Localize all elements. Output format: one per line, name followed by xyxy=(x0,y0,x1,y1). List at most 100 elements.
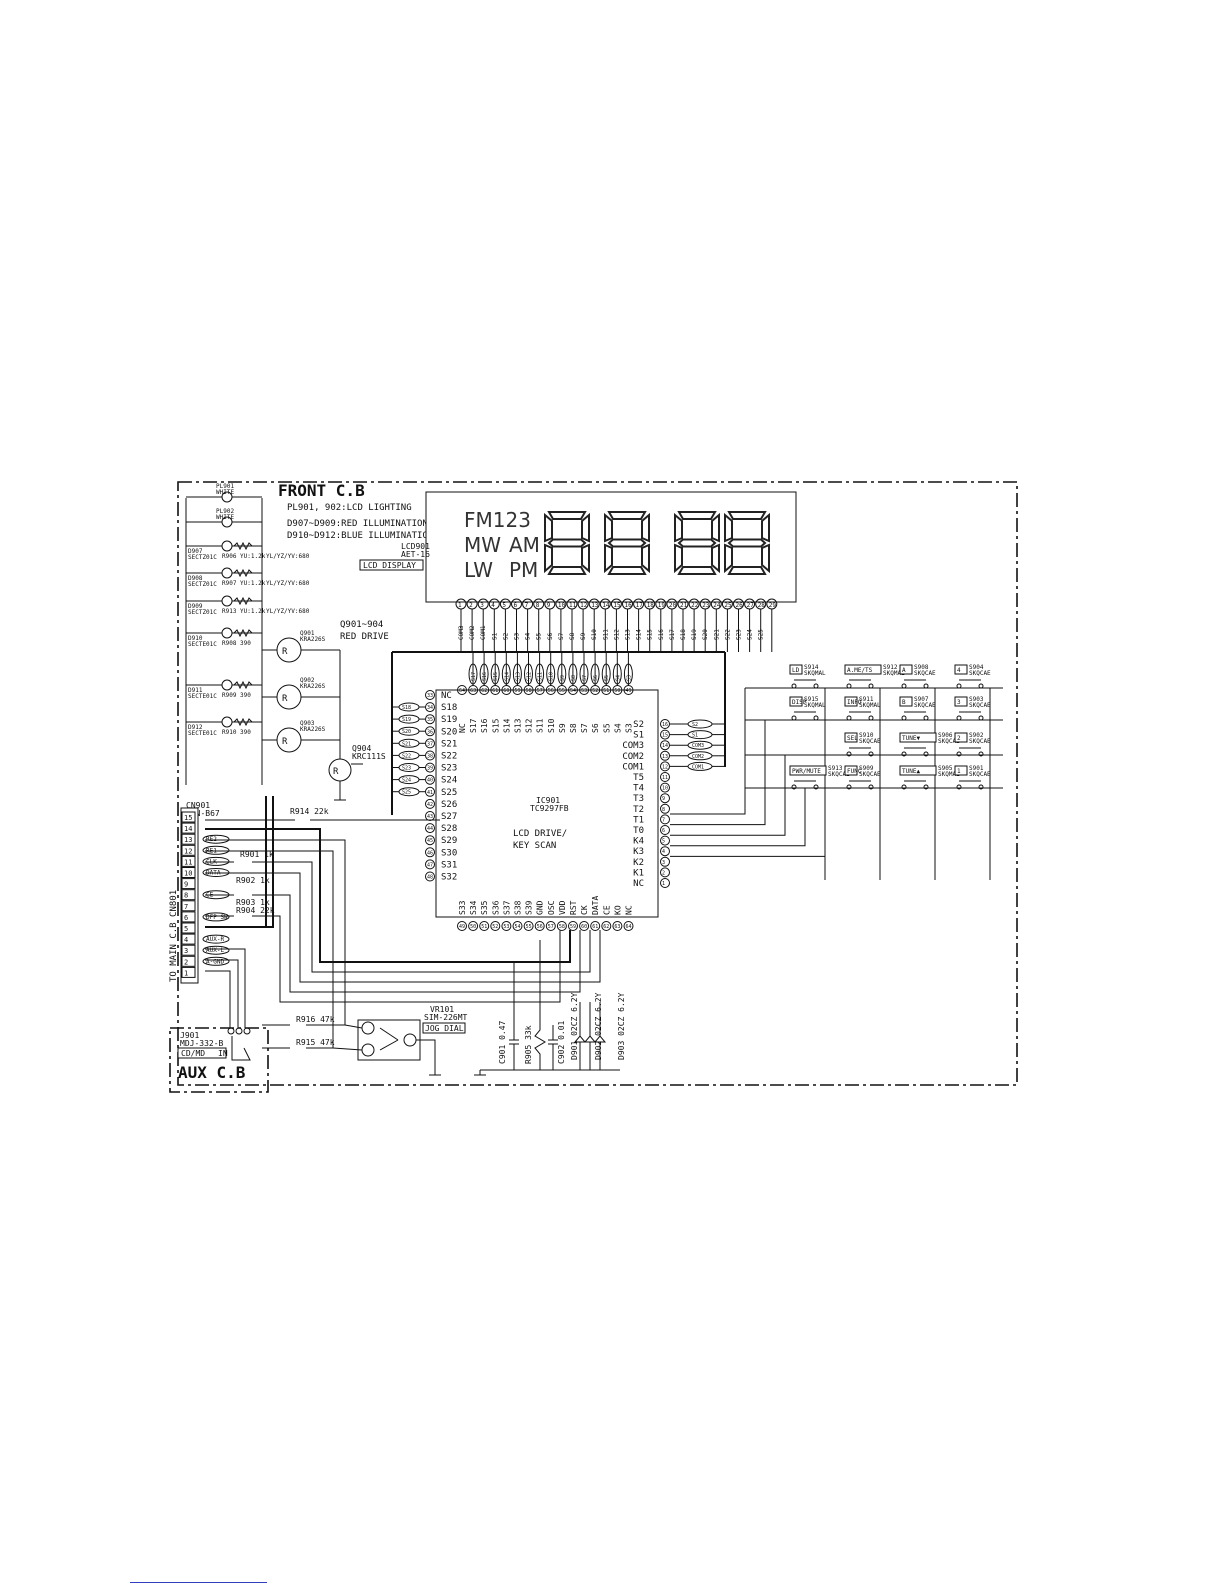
ic-pin-number: 62 xyxy=(481,688,487,694)
ic-pin-number: 54 xyxy=(515,924,521,930)
ic-net-bubble: S22 xyxy=(402,753,411,759)
ic-pin-number: 49 xyxy=(459,924,465,930)
resistor-label: R909 390 xyxy=(222,692,251,699)
lcd-pin-signal: S21 xyxy=(713,629,720,640)
ic-pin-number: 62 xyxy=(603,924,609,930)
r914-label: R914 22k xyxy=(290,807,329,816)
j901-label: CD/MD xyxy=(181,1049,205,1058)
ic-pin-name: K3 xyxy=(633,847,644,857)
ic-pin-number: 16 xyxy=(662,722,668,728)
lcd-segment xyxy=(761,543,770,574)
switch-ref: S904 xyxy=(969,664,984,671)
ic-pin-name: S10 xyxy=(547,718,556,733)
component-ref: D911 xyxy=(188,687,203,694)
ic-pin-number: 56 xyxy=(537,924,543,930)
connector-pin-number: 14 xyxy=(184,825,192,833)
ic-left-pin xyxy=(425,726,435,737)
ic-pin-number: 61 xyxy=(492,688,498,694)
led-icon xyxy=(221,716,233,728)
lcd-pin-number: 25 xyxy=(724,602,732,609)
ic-pin-name: S25 xyxy=(441,788,457,798)
ic-pin-name: K1 xyxy=(633,868,644,878)
lcd-pin-signal: S11 xyxy=(602,629,609,640)
connector-pin-number: 5 xyxy=(184,925,188,933)
connector-pin-number: 1 xyxy=(184,969,188,977)
connector-pin xyxy=(181,889,196,901)
ic-net-bubble: COM2 xyxy=(692,754,704,760)
ic-pin-name: T3 xyxy=(633,794,644,804)
d901-label: D901 02CZ 6.2Y xyxy=(570,992,579,1060)
lcd-segment xyxy=(607,538,647,548)
svg-text:R: R xyxy=(333,767,339,777)
connector-pin xyxy=(181,811,196,823)
ic-pin-number: 51 xyxy=(481,924,487,930)
ic-pin-number: 63 xyxy=(470,688,476,694)
ic-pin-name: S24 xyxy=(441,776,457,786)
ic-left-pin xyxy=(425,823,435,834)
key-cap xyxy=(844,765,858,776)
vr101-label: JOG DIAL xyxy=(425,1024,464,1033)
ic-pin-number: 50 xyxy=(614,688,620,694)
key-label: 2 xyxy=(957,735,961,742)
switch-part: SKQCAE xyxy=(914,702,936,709)
lcd-pin-signal: S15 xyxy=(647,629,654,640)
lcd-pin-signal: S3 xyxy=(514,632,521,640)
lcd-text-lw: LW xyxy=(464,558,493,582)
ic-net-bubble: S2 xyxy=(692,722,698,728)
ic-pin-number: 44 xyxy=(427,826,433,832)
lcd-segment xyxy=(727,566,767,575)
lcd-pin-signal: S1 xyxy=(491,632,498,640)
ic-pin-number: 40 xyxy=(427,778,433,784)
variant-label: YL/YZ/YV:680 xyxy=(266,608,310,615)
lcd-pin-signal: S2 xyxy=(502,632,509,640)
ic-function-1: LCD DRIVE/ xyxy=(513,829,567,839)
ic-pin-name: S14 xyxy=(502,718,511,733)
led-icon xyxy=(221,627,233,639)
ic-pin-name: S35 xyxy=(480,900,489,915)
key-label: A xyxy=(902,667,906,674)
ic-pin-name: S31 xyxy=(441,860,457,870)
switch-ref: S912 xyxy=(883,664,898,671)
ic-right-pin xyxy=(660,846,670,857)
ic-pin-number: 58 xyxy=(559,924,565,930)
lcd-segment xyxy=(607,566,647,575)
variant-label: YL/YZ/YV:680 xyxy=(266,553,310,560)
r904-label: R904 22k xyxy=(236,906,275,915)
key-label: SEL xyxy=(847,735,858,742)
front-board-title: FRONT C.B xyxy=(278,481,365,500)
ic-pin-name: S15 xyxy=(491,718,500,733)
ic-pin-number: 8 xyxy=(662,807,665,813)
ic-net-bubble: S13 xyxy=(515,672,521,681)
key-cap xyxy=(844,696,858,707)
connector-pin xyxy=(181,833,196,845)
switch-part: SKQCAE xyxy=(938,738,960,745)
switch-part: SKQCAE xyxy=(969,738,991,745)
ic-pin-name: S26 xyxy=(441,800,457,810)
ic-pin-name: NC xyxy=(625,905,634,915)
connector-pin-number: 11 xyxy=(184,858,192,866)
ic-pin-name: S34 xyxy=(469,900,478,915)
ic-bottom-pin xyxy=(568,921,578,931)
ic-pin-name: S9 xyxy=(558,723,567,733)
ic-pin-number: 49 xyxy=(626,688,632,694)
resistor-label: R910 390 xyxy=(222,729,251,736)
ic-pin-name: DATA xyxy=(591,896,600,915)
switch-part: SKQCAE xyxy=(914,670,936,677)
ic-pin-name: S13 xyxy=(514,718,523,733)
ic-pin-number: 60 xyxy=(581,924,587,930)
lcd-segment xyxy=(604,543,613,574)
q904-part: KRC111S xyxy=(352,752,386,761)
connector-pin-number: 12 xyxy=(184,847,192,855)
lcd-pin-signal: S6 xyxy=(547,632,554,640)
lcd-pin-number: 6 xyxy=(514,602,518,609)
ic-pin-number: 45 xyxy=(427,838,433,844)
component-part: KRA226S xyxy=(300,683,326,690)
ic-pin-number: 57 xyxy=(548,924,554,930)
switch-ref: S905 xyxy=(938,765,953,772)
lcd-segment xyxy=(547,566,587,575)
ic-right-pin xyxy=(660,729,670,740)
ic-bottom-pin xyxy=(601,921,612,931)
r902-label: R902 1k xyxy=(236,876,270,885)
connector-pin xyxy=(181,911,196,923)
